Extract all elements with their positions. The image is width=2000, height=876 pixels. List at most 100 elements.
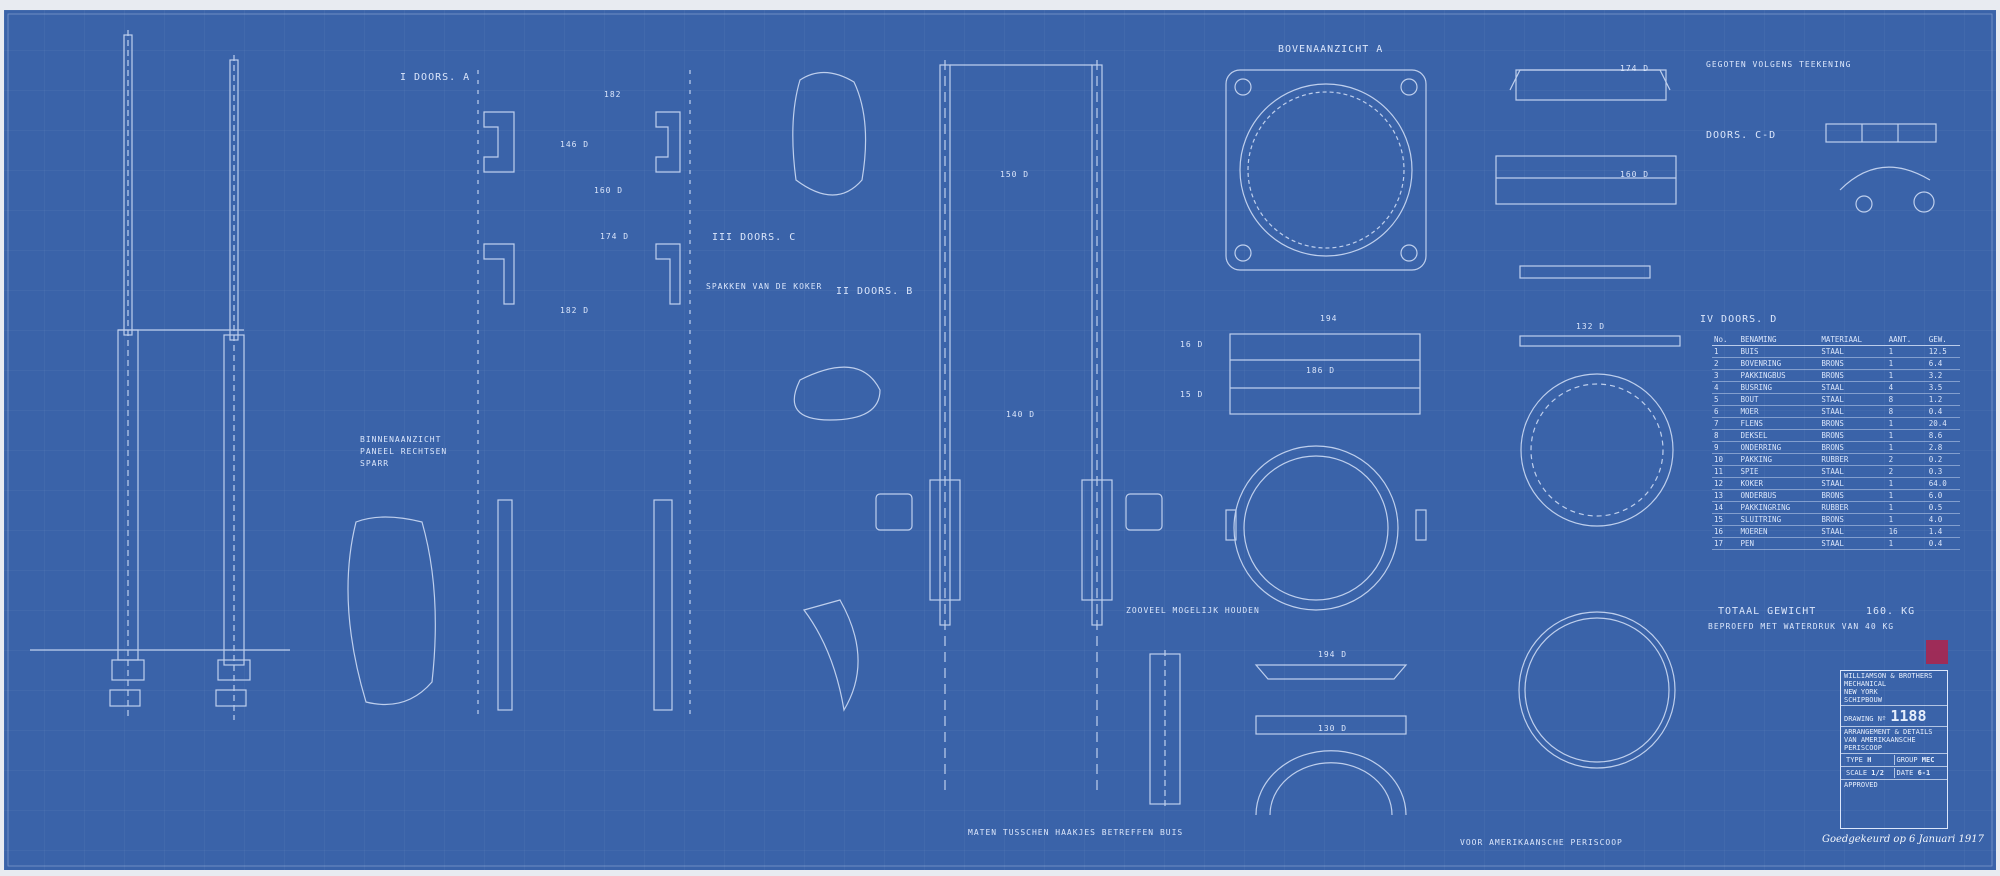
total-weight-label: TOTAAL GEWICHT bbox=[1718, 606, 1817, 617]
table-cell: 5 bbox=[1712, 393, 1739, 406]
table-cell: 3.2 bbox=[1926, 369, 1960, 382]
label-doorsnede-cd: DOORS. C-D bbox=[1706, 130, 1777, 141]
tube-section bbox=[875, 60, 1163, 790]
dim-label: 182 D bbox=[560, 306, 590, 315]
table-cell: 10 bbox=[1712, 453, 1739, 466]
table-cell: FLENS bbox=[1738, 417, 1820, 430]
scale-date-row: SCALE 1/2 DATE 6-1 bbox=[1841, 767, 1947, 780]
table-cell: STAAL bbox=[1819, 525, 1887, 538]
table-cell: 14 bbox=[1712, 501, 1739, 514]
table-cell: 4.0 bbox=[1926, 513, 1960, 526]
dim-label: 194 D bbox=[1318, 650, 1348, 659]
table-cell: STAAL bbox=[1819, 381, 1887, 394]
table-cell: RUBBER bbox=[1819, 501, 1887, 514]
date-value: 6-1 bbox=[1917, 769, 1931, 777]
group-value: MEC bbox=[1921, 756, 1935, 764]
label-snede-a: I DOORS. A bbox=[400, 72, 471, 83]
label-note-top-right: GEGOTEN VOLGENS TEEKENING bbox=[1706, 60, 1852, 69]
table-cell: SPIE bbox=[1738, 465, 1820, 478]
table-cell: BRONS bbox=[1819, 357, 1887, 370]
table-cell: BRONS bbox=[1819, 489, 1887, 502]
table-cell: 12 bbox=[1712, 477, 1739, 490]
table-cell: 0.3 bbox=[1926, 465, 1960, 478]
company-line: NEW YORK bbox=[1844, 688, 1878, 696]
table-cell: 3.5 bbox=[1926, 381, 1960, 394]
table-cell: 64.0 bbox=[1926, 477, 1960, 490]
table-cell: BRONS bbox=[1819, 417, 1887, 430]
table-cell: BRONS bbox=[1819, 429, 1887, 442]
table-cell: BOVENRING bbox=[1738, 357, 1820, 370]
table-cell: 1 bbox=[1886, 345, 1927, 358]
table-cell: 2 bbox=[1886, 453, 1927, 466]
table-cell: BRONS bbox=[1819, 513, 1887, 526]
description-line: ARRANGEMENT & DETAILS bbox=[1844, 728, 1933, 736]
table-cell: STAAL bbox=[1819, 537, 1887, 550]
table-cell: BUSRING bbox=[1738, 381, 1820, 394]
label-beproeving: BEPROEFD MET WATERDRUK VAN 40 KG bbox=[1708, 622, 1895, 631]
table-cell: BOUT bbox=[1738, 393, 1820, 406]
table-cell: 1 bbox=[1886, 501, 1927, 514]
parts-header-row: No. BENAMING MATERIAAL AANT. GEW. bbox=[1712, 334, 1960, 346]
label-note-bottom-1: MATEN TUSSCHEN HAAKJES BETREFFEN BUIS bbox=[968, 828, 1184, 837]
table-cell: 1 bbox=[1886, 489, 1927, 502]
dim-label: 182 bbox=[604, 90, 622, 99]
description-block: ARRANGEMENT & DETAILS VAN AMERIKAANSCHE … bbox=[1841, 727, 1947, 754]
drawing-number-row: DRAWING Nº 1188 bbox=[1841, 706, 1947, 727]
label-aanzicht: BOVENAANZICHT A bbox=[1278, 44, 1384, 55]
table-cell: STAAL bbox=[1819, 345, 1887, 358]
drawing-no: 1188 bbox=[1890, 707, 1927, 725]
table-cell: MOEREN bbox=[1738, 525, 1820, 538]
table-cell: 1 bbox=[1886, 477, 1927, 490]
type-group-row: TYPE H GROUP MEC bbox=[1841, 754, 1947, 767]
table-cell: 2 bbox=[1886, 465, 1927, 478]
label-snede-iii: II DOORS. B bbox=[836, 286, 914, 297]
table-cell: 0.2 bbox=[1926, 453, 1960, 466]
table-cell: 2.8 bbox=[1926, 441, 1960, 454]
table-cell: 1.2 bbox=[1926, 393, 1960, 406]
table-cell: 8 bbox=[1886, 393, 1927, 406]
table-cell: PAKKINGBUS bbox=[1738, 369, 1820, 382]
dim-label: 174 D bbox=[1620, 64, 1650, 73]
dim-label: 130 D bbox=[1318, 724, 1348, 733]
table-cell: ONDERBUS bbox=[1738, 489, 1820, 502]
table-cell: 8 bbox=[1712, 429, 1739, 442]
label-snede-ii: III DOORS. C bbox=[712, 232, 797, 243]
table-cell: MOER bbox=[1738, 405, 1820, 418]
approved-label: APPROVED bbox=[1844, 781, 1878, 789]
table-cell: 0.5 bbox=[1926, 501, 1960, 514]
dim-label: 16 D bbox=[1180, 340, 1204, 349]
drawing-no-label: DRAWING Nº bbox=[1844, 715, 1887, 723]
table-cell: DEKSEL bbox=[1738, 429, 1820, 442]
table-cell: 6 bbox=[1712, 405, 1739, 418]
table-cell: 4 bbox=[1886, 381, 1927, 394]
table-cell: 1.4 bbox=[1926, 525, 1960, 538]
table-cell: 16 bbox=[1886, 525, 1927, 538]
red-stamp bbox=[1926, 640, 1948, 664]
table-cell: 6.0 bbox=[1926, 489, 1960, 502]
title-block: WILLIAMSON & BROTHERS MECHANICAL NEW YOR… bbox=[1840, 670, 1948, 829]
section-profiles bbox=[477, 70, 691, 720]
dim-label: 174 D bbox=[600, 232, 630, 241]
header-cell: MATERIAAL bbox=[1819, 334, 1887, 346]
approval-signature: Goedgekeurd op 6 Januari 1917 bbox=[1822, 834, 1984, 845]
table-cell: PAKKING bbox=[1738, 453, 1820, 466]
table-cell: 0.4 bbox=[1926, 537, 1960, 550]
date-label: DATE bbox=[1896, 769, 1914, 777]
total-weight-value: 160. KG bbox=[1866, 606, 1916, 617]
dim-label: 186 D bbox=[1306, 366, 1336, 375]
table-cell: BUIS bbox=[1738, 345, 1820, 358]
flange-top-view bbox=[1225, 69, 1427, 271]
table-cell: BRONS bbox=[1819, 441, 1887, 454]
